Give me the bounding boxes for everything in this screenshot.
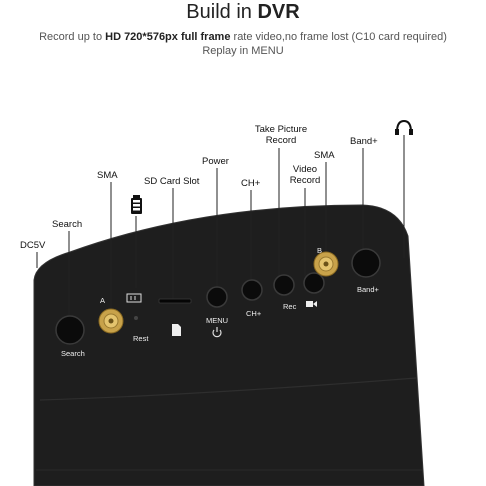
sma-b-connector (313, 251, 339, 277)
callout-take-picture: Take Picture Record (254, 124, 308, 146)
device-body (33, 204, 425, 486)
power-menu-button[interactable] (206, 286, 228, 308)
page-title: Build in DVR (186, 1, 300, 23)
callout-power: Power (202, 156, 229, 167)
subtitle-line-2: Replay in MENU (202, 45, 284, 57)
ch-plus-button[interactable] (241, 279, 263, 301)
callout-lines (36, 135, 405, 318)
subtitle-line-1: Record up to HD 720*576px full frame rat… (39, 31, 447, 43)
device-label-band-plus: Band+ (357, 285, 379, 294)
band-plus-button[interactable] (351, 248, 381, 278)
sd-card-icon (172, 324, 181, 336)
battery-led-icon (126, 293, 142, 320)
callout-sd-card-slot: SD Card Slot (144, 176, 200, 187)
camera-icon (306, 301, 317, 307)
sma-a-connector (98, 308, 124, 334)
search-button[interactable] (55, 315, 85, 345)
callout-sma-a: SMA (97, 170, 118, 181)
device-label-b: B (317, 246, 323, 255)
headphone-icon (395, 119, 413, 135)
callout-search: Search (52, 219, 83, 230)
power-icon (212, 327, 222, 338)
callout-dc5v: DC5V (20, 240, 46, 251)
sd-card-slot[interactable] (158, 298, 192, 304)
callout-ch-plus: CH+ (241, 178, 261, 189)
device-seam (39, 377, 417, 401)
device-label-menu: MENU (206, 316, 229, 325)
callout-video-record: Video Record (289, 164, 321, 186)
device-label-a: A (100, 296, 106, 305)
callout-band-plus: Band+ (350, 136, 378, 147)
device-label-ch-plus: CH+ (246, 309, 262, 318)
device-label-rest: Rest (133, 334, 149, 343)
callout-sma-b: SMA (314, 150, 335, 161)
video-record-button[interactable] (303, 272, 325, 294)
rec-button[interactable] (273, 274, 295, 296)
device-label-search: Search (61, 349, 85, 358)
battery-icon (131, 195, 142, 214)
device-label-rec: Rec (283, 302, 297, 311)
